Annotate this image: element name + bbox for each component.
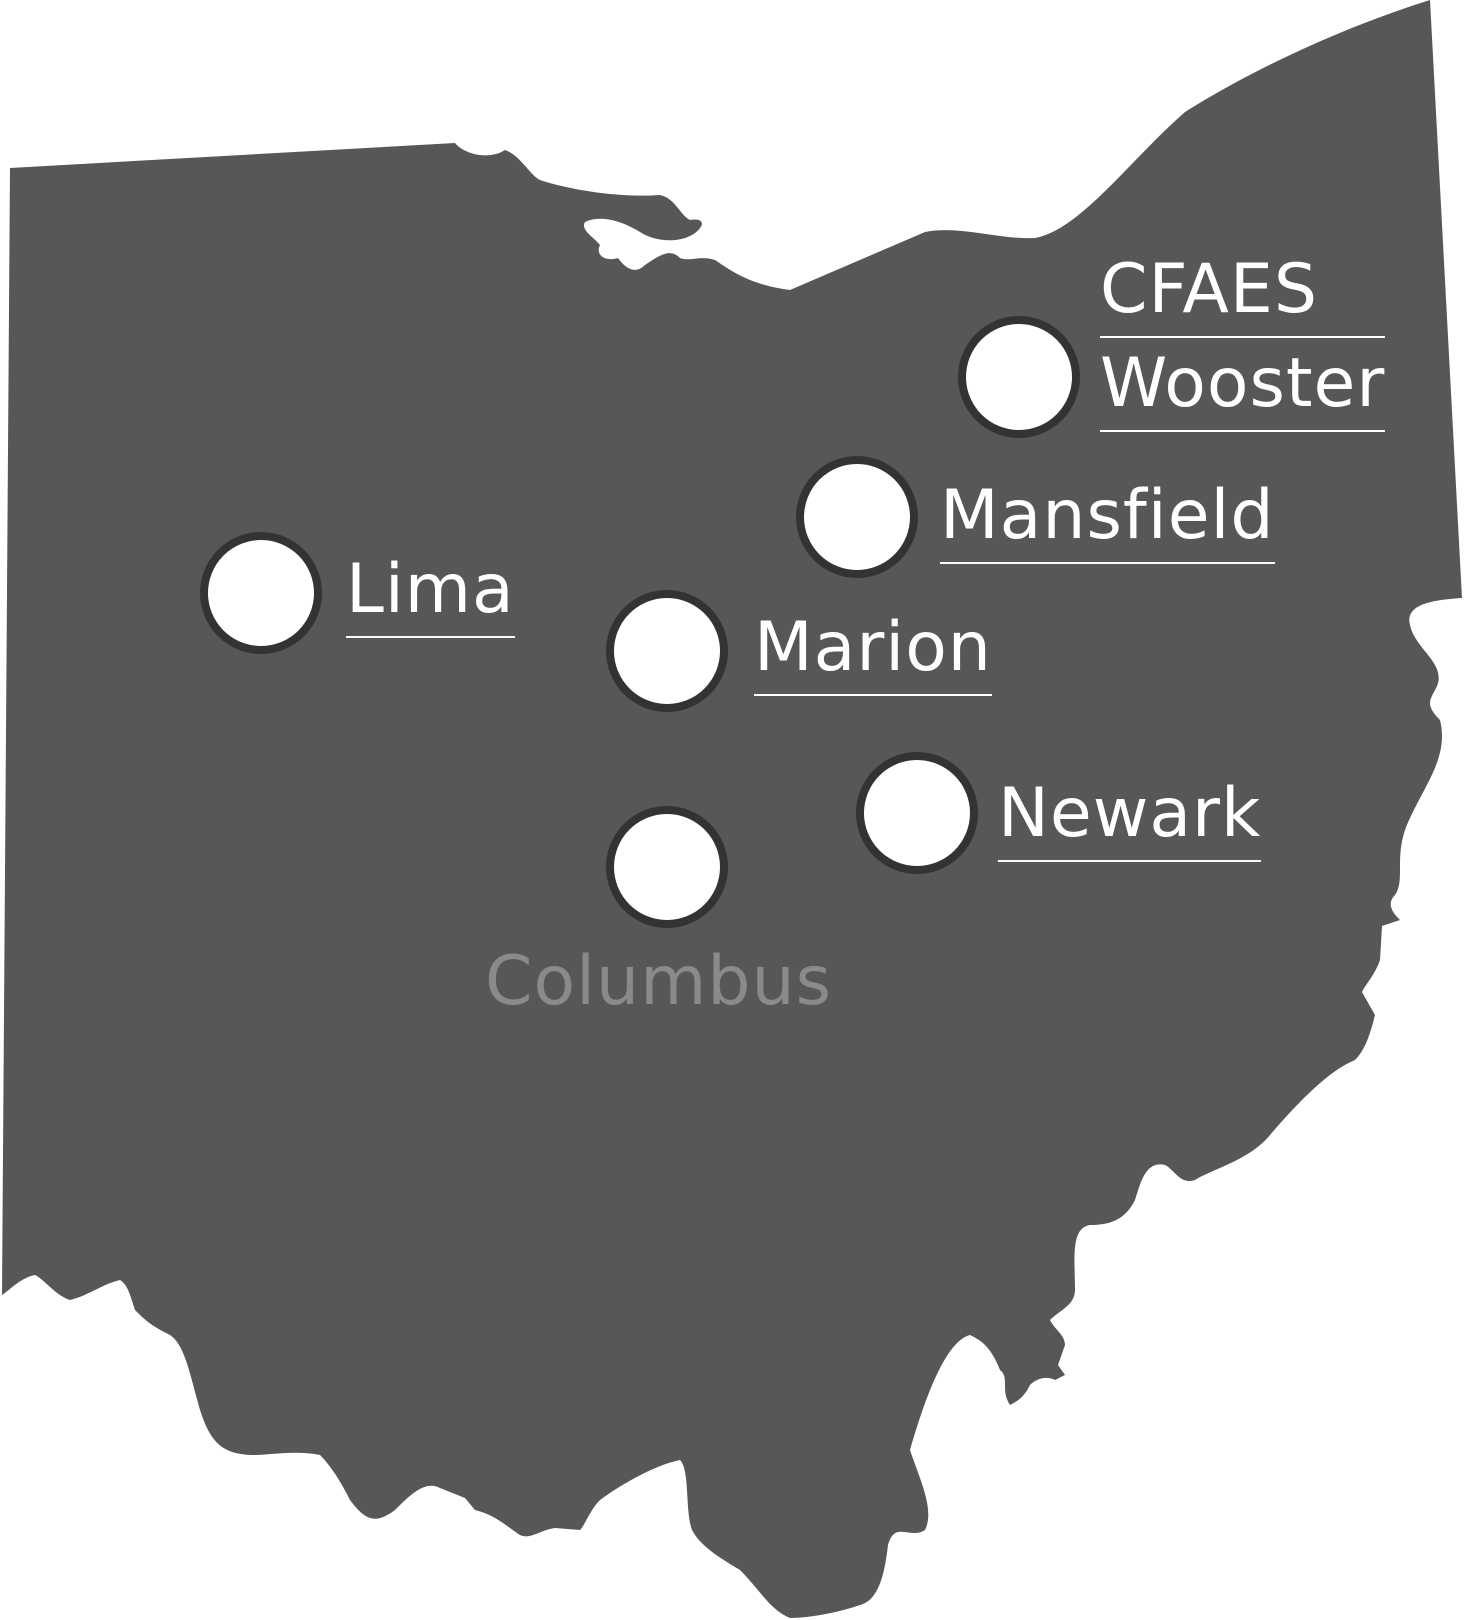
- columbus-label: Columbus: [485, 942, 833, 1021]
- lima-marker[interactable]: [200, 532, 322, 654]
- newark-marker[interactable]: [856, 752, 978, 874]
- mansfield-label: Mansfield: [940, 482, 1275, 564]
- columbus-marker: [606, 806, 728, 928]
- newark-label: Newark: [998, 780, 1262, 862]
- marion-label: Marion: [754, 614, 992, 696]
- lima-label: Lima: [346, 556, 515, 638]
- mansfield-link[interactable]: Mansfield: [940, 482, 1275, 564]
- newark-link[interactable]: Newark: [998, 780, 1262, 862]
- mansfield-marker[interactable]: [796, 456, 918, 578]
- wooster-label-line2: Wooster: [1100, 350, 1386, 432]
- wooster-marker[interactable]: [958, 316, 1080, 438]
- wooster-label-line1: CFAES: [1100, 256, 1386, 338]
- lima-link[interactable]: Lima: [346, 556, 515, 638]
- marion-marker[interactable]: [606, 590, 728, 712]
- marion-link[interactable]: Marion: [754, 614, 992, 696]
- wooster-link[interactable]: CFAES Wooster: [1100, 256, 1386, 444]
